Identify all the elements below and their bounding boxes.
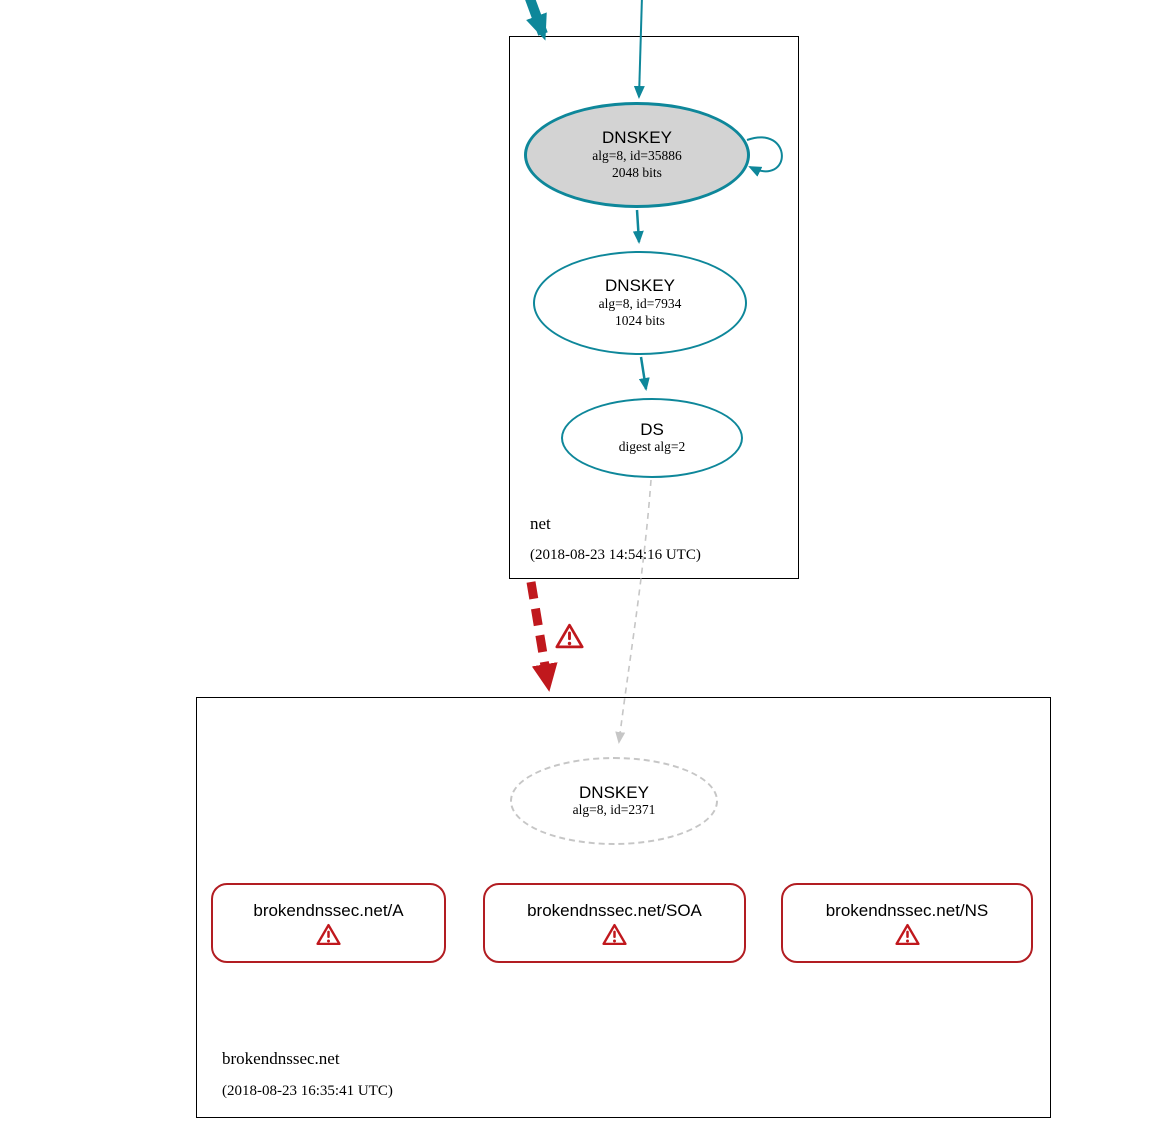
- rrset-label: brokendnssec.net/SOA: [527, 900, 702, 920]
- node-bits: 2048 bits: [612, 164, 662, 180]
- zone-label-brokendnssec-net: brokendnssec.net: [222, 1049, 340, 1068]
- rrset-label: brokendnssec.net/A: [253, 900, 404, 920]
- node-title: DNSKEY: [605, 276, 675, 296]
- node-title: DNSKEY: [602, 128, 672, 148]
- edge-incoming-trust-thick: [525, 0, 548, 41]
- edge-broken-delegation: [526, 581, 558, 692]
- node-title: DS: [640, 419, 664, 439]
- node-ds: DS digest alg=2: [561, 398, 743, 478]
- zone-timestamp-brokendnssec-net: (2018-08-23 16:35:41 UTC): [222, 1083, 393, 1099]
- node-meta: alg=8, id=2371: [572, 802, 656, 818]
- warning-icon: [894, 923, 920, 945]
- rrset-brokendnssec-net-a: brokendnssec.net/A: [211, 883, 446, 963]
- warning-icon: [316, 923, 341, 945]
- node-title: DNSKEY: [579, 782, 649, 802]
- node-meta: alg=8, id=35886: [592, 147, 682, 163]
- node-meta: digest alg=2: [618, 439, 686, 455]
- rrset-label: brokendnssec.net/NS: [825, 900, 989, 920]
- node-meta: alg=8, id=7934: [598, 295, 682, 311]
- node-bits: 1024 bits: [615, 312, 665, 328]
- rrset-brokendnssec-net-soa: brokendnssec.net/SOA: [483, 883, 746, 963]
- zone-timestamp-net: (2018-08-23 14:54:16 UTC): [530, 547, 701, 563]
- node-dnskey-35886: DNSKEY alg=8, id=35886 2048 bits: [524, 102, 750, 208]
- node-dnskey-2371: DNSKEY alg=8, id=2371: [510, 757, 718, 845]
- warning-icon: [602, 923, 627, 945]
- zone-label-net: net: [530, 514, 551, 533]
- rrset-brokendnssec-net-ns: brokendnssec.net/NS: [781, 883, 1033, 963]
- node-dnskey-7934: DNSKEY alg=8, id=7934 1024 bits: [533, 251, 747, 355]
- warning-icon: [555, 623, 584, 649]
